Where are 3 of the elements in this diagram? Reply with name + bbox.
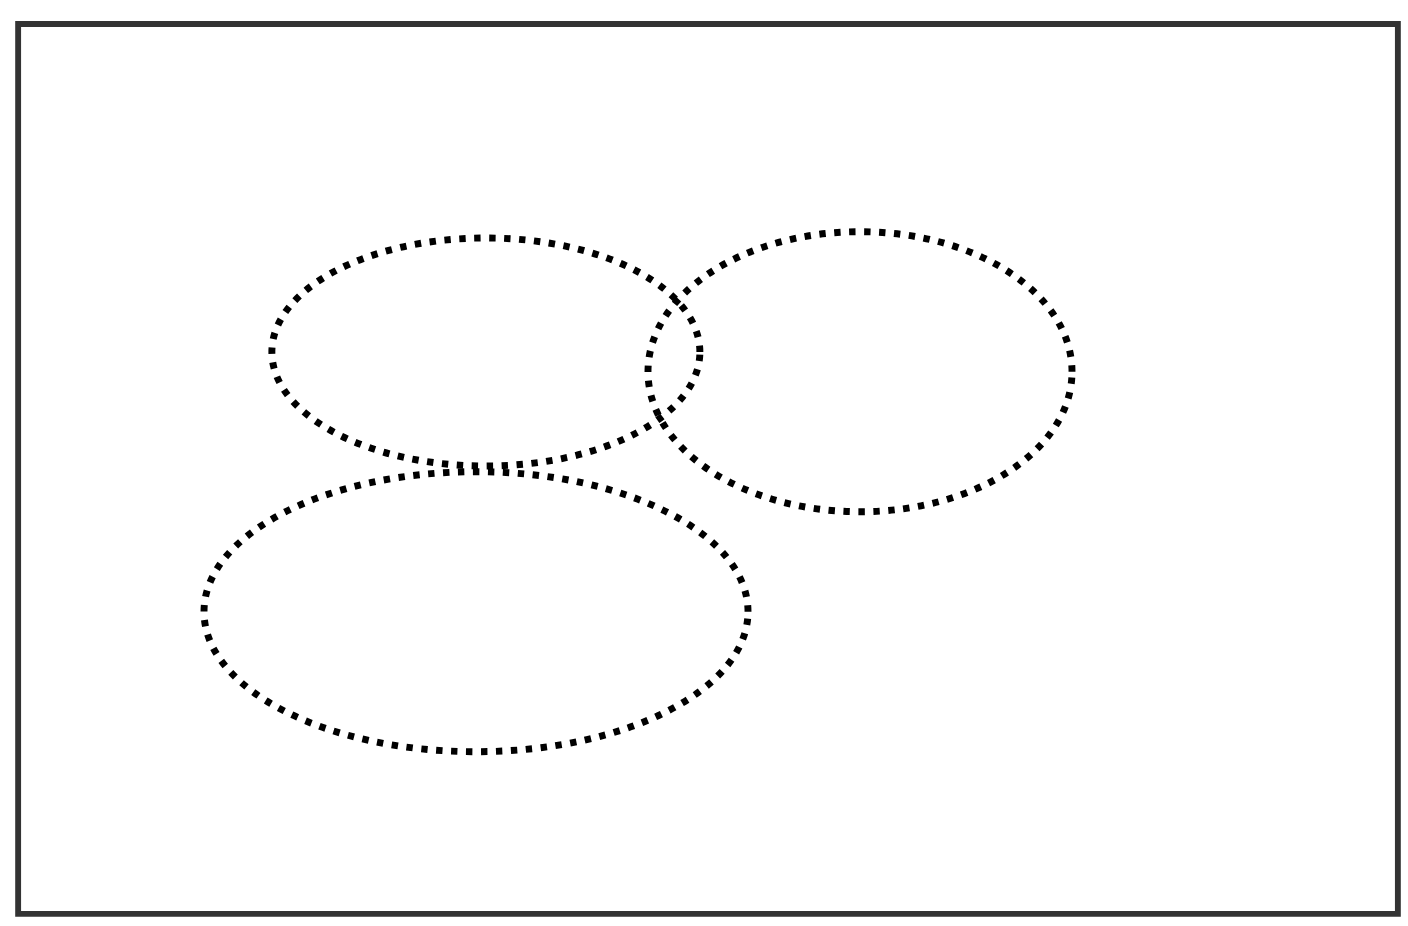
- ellipse: [200, 468, 752, 756]
- ellipse: [644, 228, 1076, 516]
- ellipse: [268, 234, 704, 470]
